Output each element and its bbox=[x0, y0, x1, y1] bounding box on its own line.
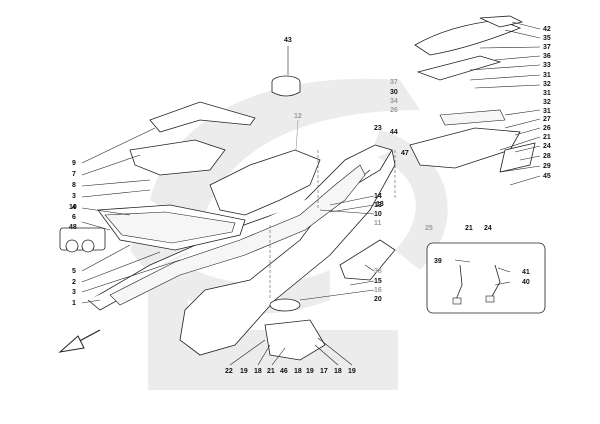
callout-21: 21 bbox=[543, 134, 551, 141]
callout-24-mid: 24 bbox=[484, 225, 492, 232]
callout-11: 11 bbox=[374, 220, 382, 227]
callout-35: 35 bbox=[543, 35, 551, 42]
callout-32b: 32 bbox=[543, 99, 551, 106]
callout-18a: 18 bbox=[254, 368, 262, 375]
callout-18c: 18 bbox=[334, 368, 342, 375]
callout-32: 32 bbox=[543, 81, 551, 88]
callout-28: 28 bbox=[543, 153, 551, 160]
callout-21b: 21 bbox=[267, 368, 275, 375]
callout-41: 41 bbox=[522, 269, 530, 276]
armrest-assembly bbox=[409, 15, 536, 173]
callout-2: 2 bbox=[72, 279, 76, 286]
callout-13: 13 bbox=[374, 202, 382, 209]
callout-26-mid: 26 bbox=[390, 107, 398, 114]
callout-37-mid: 37 bbox=[390, 79, 398, 86]
callouts-left: 9 7 8 3 4 10 6 48 5 2 3 1 bbox=[69, 160, 77, 307]
callout-21-mid: 21 bbox=[465, 225, 473, 232]
callout-19c: 19 bbox=[348, 368, 356, 375]
callout-38: 38 bbox=[374, 268, 382, 275]
callouts-bottom: 22 19 18 21 46 18 19 17 18 19 bbox=[225, 368, 356, 375]
callout-17: 17 bbox=[320, 368, 328, 375]
callout-42: 42 bbox=[543, 26, 551, 33]
callout-46: 46 bbox=[280, 368, 288, 375]
callout-43: 43 bbox=[284, 37, 292, 44]
callout-47: 47 bbox=[401, 150, 409, 157]
callout-4: 4 bbox=[72, 204, 76, 211]
callout-40: 40 bbox=[522, 279, 530, 286]
callout-10-mid: 10 bbox=[374, 211, 382, 218]
callout-5: 5 bbox=[72, 268, 76, 275]
callout-19a: 19 bbox=[240, 368, 248, 375]
callout-1: 1 bbox=[72, 300, 76, 307]
callout-31: 31 bbox=[543, 72, 551, 79]
callout-7: 7 bbox=[72, 171, 76, 178]
callout-26: 26 bbox=[543, 125, 551, 132]
callout-34: 34 bbox=[390, 98, 398, 105]
callout-37: 37 bbox=[543, 44, 551, 51]
callouts-inset: 39 41 40 bbox=[434, 258, 530, 286]
callout-18b: 18 bbox=[294, 368, 302, 375]
callout-27: 27 bbox=[543, 116, 551, 123]
callout-48: 48 bbox=[69, 224, 77, 231]
tunnel-assembly bbox=[87, 144, 396, 356]
callouts-mid-right: 37 30 34 26 44 47 23 14 13 10 11 25 21 2… bbox=[374, 79, 492, 232]
callout-22: 22 bbox=[225, 368, 233, 375]
callout-44: 44 bbox=[390, 129, 398, 136]
callout-16: 16 bbox=[374, 287, 382, 294]
callout-36: 36 bbox=[543, 53, 551, 60]
lower-bracket bbox=[264, 239, 396, 361]
callout-3b: 3 bbox=[72, 289, 76, 296]
leader-lines bbox=[81, 21, 541, 366]
callout-14: 14 bbox=[374, 193, 382, 200]
callout-8: 8 bbox=[72, 182, 76, 189]
callout-39: 39 bbox=[434, 258, 442, 265]
callouts-top: 43 12 13 bbox=[284, 37, 384, 208]
callout-23: 23 bbox=[374, 125, 382, 132]
callout-19b: 19 bbox=[306, 368, 314, 375]
callout-3: 3 bbox=[72, 193, 76, 200]
center-duct bbox=[209, 75, 321, 216]
callout-6: 6 bbox=[72, 214, 76, 221]
left-bracket-assembly bbox=[97, 101, 256, 251]
inset-box bbox=[426, 242, 546, 314]
callout-24: 24 bbox=[543, 143, 551, 150]
callout-20: 20 bbox=[374, 296, 382, 303]
callout-13-top: 13 bbox=[376, 201, 384, 208]
callout-33: 33 bbox=[543, 62, 551, 69]
callout-45: 45 bbox=[543, 173, 551, 180]
callout-12: 12 bbox=[294, 113, 302, 120]
callouts-right: 42 35 37 36 33 31 32 31 32 31 27 26 21 2… bbox=[543, 26, 551, 180]
callouts-lower: 38 15 16 20 bbox=[374, 268, 382, 303]
callout-15: 15 bbox=[374, 278, 382, 285]
callout-9: 9 bbox=[72, 160, 76, 167]
callout-30: 30 bbox=[390, 89, 398, 96]
direction-arrow bbox=[58, 329, 101, 353]
callout-31c: 31 bbox=[543, 108, 551, 115]
callout-10: 10 bbox=[69, 204, 77, 211]
left-small-parts bbox=[59, 227, 106, 253]
callout-25: 25 bbox=[425, 225, 433, 232]
callout-31b: 31 bbox=[543, 90, 551, 97]
callout-29: 29 bbox=[543, 163, 551, 170]
